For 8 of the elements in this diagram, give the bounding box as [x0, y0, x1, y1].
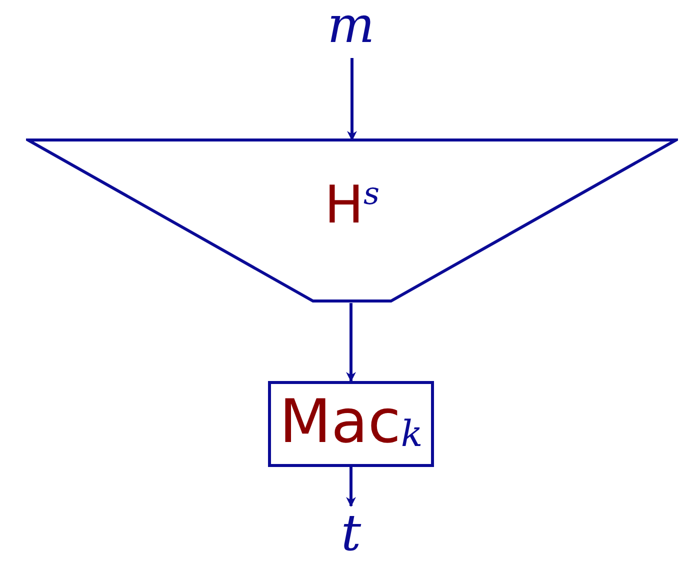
arrow: [347, 58, 357, 141]
arrow: [346, 303, 356, 382]
arrow: [346, 467, 356, 507]
hash-trapezoid: [26, 138, 678, 303]
mac-box: [268, 381, 434, 467]
hash-label: H$^{s}$: [324, 174, 380, 238]
input-variable: m: [311, 0, 391, 52]
output-variable: t: [311, 508, 391, 560]
